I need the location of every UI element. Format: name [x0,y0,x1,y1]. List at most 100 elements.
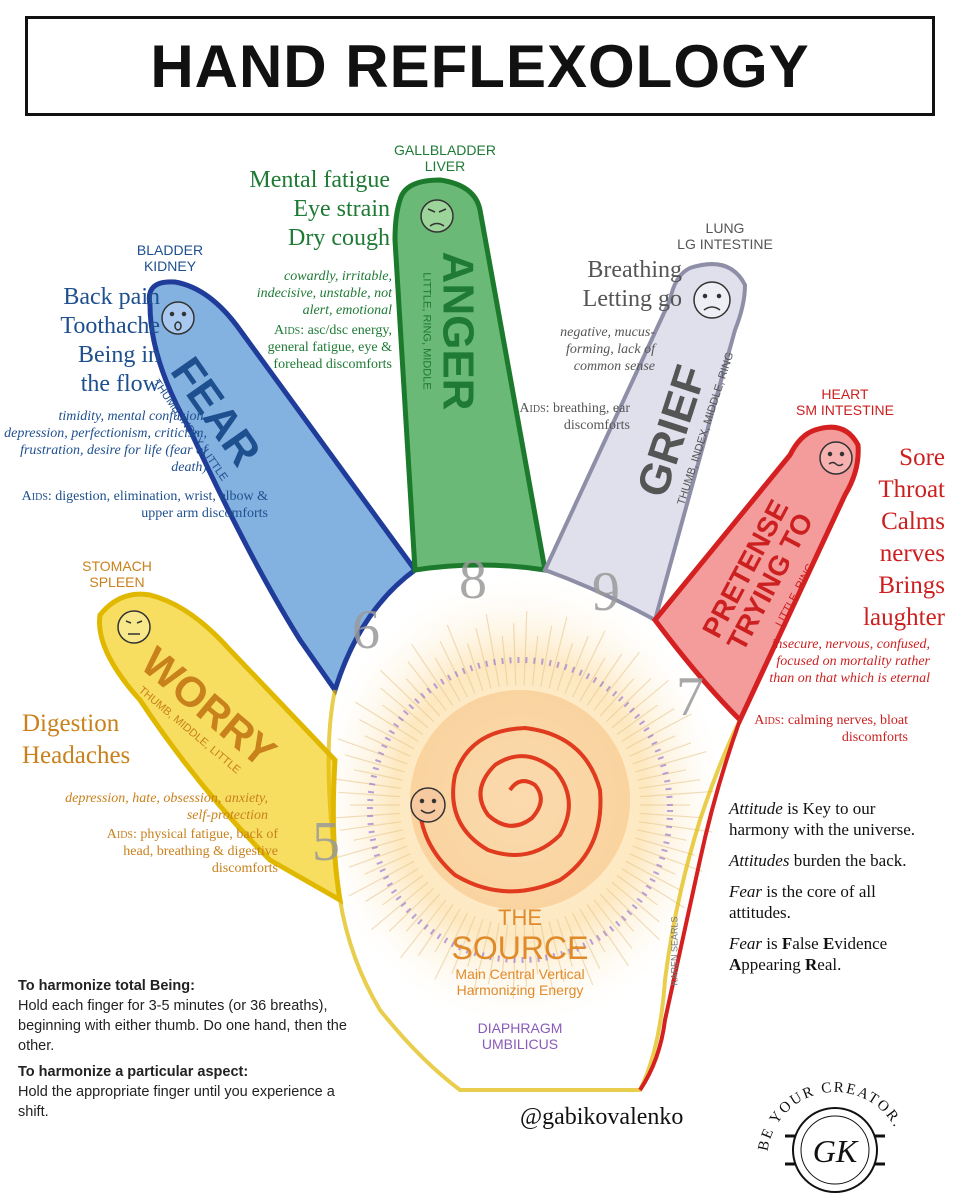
organs-source: DIAPHRAGM UMBILICUS [477,1020,563,1052]
aids-text-heart: calming nerves, bloat discomforts [787,713,908,745]
symptoms-gallbladder: Mental fatigue Eye strain Dry cough [249,167,390,251]
aids-text-bladder: digestion, elimination, wrist, elbow & u… [55,489,268,521]
source-spiral [417,725,603,894]
symptoms-bladder: Back pain Toothache Being in the flow [60,284,160,397]
face-fear-icon [161,301,195,335]
attitude-p1: Attitude is Key to our harmony with the … [729,799,916,839]
number-pretense: 7 [676,666,704,728]
palm-ray [388,887,435,932]
emotion-anger: ANGER LITTLE, RING, MIDDLE [420,251,483,411]
palm-ray [611,679,669,729]
finger-anger [392,177,549,574]
aids-lung: Aids: breathing, ear discomforts [500,400,630,434]
organs-lung: LUNG LG INTESTINE [677,220,773,252]
palm-ray [632,845,703,872]
aids-label-bladder: Aids: [21,489,52,504]
palm-ray [616,704,658,735]
palm-ray [407,661,447,711]
palm-ray [639,812,702,819]
palm-ray [380,687,429,729]
aids-label-gallbladder: Aids: [274,323,305,338]
traits-heart: insecure, nervous, confused, focused on … [769,637,930,686]
aids-label-stomach: Aids: [106,827,137,842]
harmonize-heading-1: To harmonize total Being: [18,978,195,994]
palm-ray [380,669,435,723]
palm-ray [632,742,692,765]
palm-ray [605,678,652,723]
attitude-p2: Attitudes burden the back. [729,851,907,870]
number-grief: 9 [592,561,620,623]
palm-ray [593,899,633,949]
palm-ray [434,657,461,702]
palm-ray [439,641,468,698]
palm-ray [605,887,660,941]
aids-label-lung: Aids: [519,401,550,416]
palm-ray [635,750,707,773]
palm-ray [501,924,509,975]
palm-right-edge [638,719,742,1092]
palm-ray [548,616,568,689]
number-fear: 6 [352,599,380,661]
palm-ray [638,779,701,789]
harmonize-text-1: Hold each finger for 3-5 minutes (or 36 … [18,998,347,1054]
palm-ray [339,821,402,831]
logo-emblem [785,1107,885,1193]
palm-ray [451,916,476,974]
palm-rays [326,611,714,999]
organs-stomach: STOMACH SPLEEN [82,558,152,590]
palm-ray [501,635,509,686]
logo-initials: GK [813,1133,859,1169]
palm-ray [487,923,500,985]
palm-ray [411,643,454,706]
orange-glow [410,690,630,910]
palm-ray [579,908,606,953]
palm-ray [365,868,419,902]
aids-bladder: Aids: digestion, elimination, wrist, elb… [10,488,268,522]
palm-ray [639,790,714,798]
palm-ray [338,791,401,798]
finger-grief [542,262,748,623]
harmonize-heading-2: To harmonize a particular aspect: [18,1064,249,1080]
palm-ray [638,821,713,833]
palm-ray [466,643,484,692]
palm-ray [446,624,476,694]
symptoms-lung: Breathing Letting go [582,257,682,312]
finger-fear [146,279,419,696]
traits-gallbladder: cowardly, irritable, indecisive, unstabl… [256,269,392,318]
palm-ray [327,777,402,789]
palm-ray [637,769,687,781]
palm-ray [353,829,403,841]
palm-ray [434,908,461,953]
traits-stomach: depression, hate, obsession, anxiety, se… [65,791,268,823]
palm-ray [599,678,635,717]
palm-ray [359,719,415,750]
palm-ray [586,653,623,706]
symptoms-heart: Sore Throat Calms nerves Brings laughter [863,444,945,631]
palm-ray [337,738,408,765]
title-box: HAND REFLEXOLOGY [25,16,935,116]
source-label: THE SOURCE Main Central Vertical Harmoni… [420,906,620,999]
palm-ray [599,893,635,932]
palm-ray [382,875,424,906]
aids-text-gallbladder: asc/dsc energy, general fatigue, eye & f… [267,323,392,372]
palm-ray [621,708,675,742]
palm-ray [466,918,484,967]
organs-heart: HEART SM INTESTINE [795,386,894,418]
number-anger: 8 [459,549,487,611]
palm-ray [364,735,411,757]
palm-ray [523,924,527,987]
palm-ray [348,845,408,868]
attitude-text: Attitude is Key to our harmony with the … [729,798,929,985]
aids-heart: Aids: calming nerves, bloat discomforts [728,712,908,746]
palm-ray [400,899,447,959]
palm-ray [523,611,528,686]
traits-bladder: timidity, mental confusion, depression, … [4,409,207,475]
social-handle: @gabikovalenko [520,1104,684,1130]
page-title: HAND REFLEXOLOGY [150,32,810,100]
number-worry: 5 [312,811,340,873]
aids-text-stomach: physical fatigue, back of head, breathin… [123,827,278,876]
palm-ray [572,912,601,969]
harmonize-total: To harmonize total Being: Hold each fing… [18,976,348,1056]
aids-gallbladder: Aids: asc/dsc energy, general fatigue, e… [240,322,392,373]
palm-ray [629,853,676,875]
